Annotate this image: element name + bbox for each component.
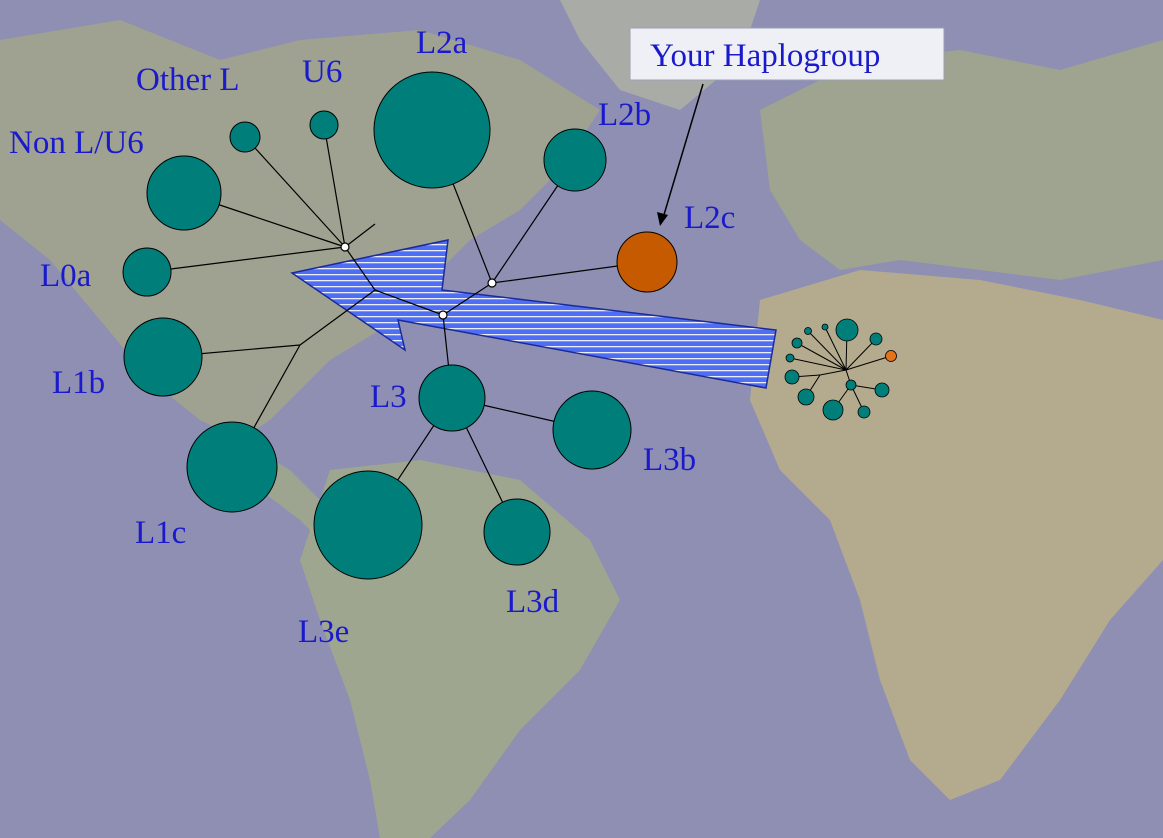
label-l3e: L3e <box>298 614 349 650</box>
label-l3: L3 <box>370 379 407 415</box>
node-u6[interactable] <box>309 110 339 140</box>
label-non-l-u6: Non L/U6 <box>9 125 144 161</box>
label-l2a: L2a <box>416 25 468 61</box>
node-l3d[interactable] <box>483 498 551 566</box>
label-l3d: L3d <box>506 584 560 620</box>
mini-node-highlight <box>885 350 897 362</box>
callout-label: Your Haplogroup <box>650 38 880 74</box>
node-non-l-u6[interactable] <box>146 155 222 231</box>
node-l0a[interactable] <box>122 247 172 297</box>
label-l2b: L2b <box>598 97 651 133</box>
haplogroup-nodes <box>122 71 678 580</box>
junction-node <box>438 310 448 320</box>
migration-arrow <box>290 239 777 389</box>
node-l3e[interactable] <box>313 470 423 580</box>
label-l1c: L1c <box>135 515 186 551</box>
label-other-l: Other L <box>136 62 240 98</box>
node-l3b[interactable] <box>552 390 632 470</box>
label-l3b: L3b <box>643 442 696 478</box>
your-haplogroup-callout: Your Haplogroup <box>629 27 945 226</box>
node-l2b[interactable] <box>543 128 607 192</box>
node-other-l[interactable] <box>229 121 261 153</box>
label-u6: U6 <box>302 54 342 90</box>
node-l2a[interactable] <box>373 71 491 189</box>
node-l1b[interactable] <box>123 317 203 397</box>
node-l3[interactable] <box>418 364 486 432</box>
label-l0a: L0a <box>40 258 92 294</box>
junction-node <box>487 278 497 288</box>
mini-network <box>784 318 897 421</box>
haplogroup-labels: Other L U6 L2a L2b L2c Non L/U6 L0a L1b … <box>9 25 735 650</box>
node-l1c[interactable] <box>186 421 278 513</box>
node-l2c[interactable] <box>616 231 678 293</box>
label-l1b: L1b <box>52 365 105 401</box>
label-l2c: L2c <box>684 200 735 236</box>
junction-node <box>340 242 350 252</box>
callout-arrowhead <box>657 212 668 226</box>
